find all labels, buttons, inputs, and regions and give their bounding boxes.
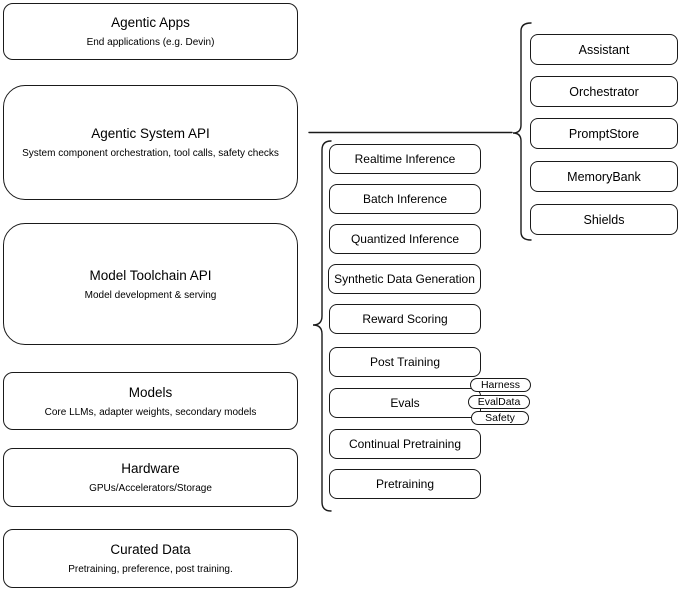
node-model-toolchain-api: Model Toolchain API Model development & … <box>3 223 298 345</box>
node-batch-inference: Batch Inference <box>329 184 481 214</box>
node-label: PromptStore <box>568 126 640 141</box>
node-assistant: Assistant <box>530 34 678 65</box>
node-orchestrator: Orchestrator <box>530 76 678 107</box>
node-quantized-inference: Quantized Inference <box>329 224 481 254</box>
node-reward-scoring: Reward Scoring <box>329 304 481 334</box>
node-title: Agentic System API <box>91 126 210 141</box>
node-label: Post Training <box>369 355 441 369</box>
node-label: MemoryBank <box>567 169 641 184</box>
node-agentic-apps: Agentic Apps End applications (e.g. Devi… <box>3 3 298 60</box>
node-label: Orchestrator <box>569 84 639 99</box>
tag-safety: Safety <box>471 411 529 425</box>
node-title: Agentic Apps <box>111 15 190 30</box>
tag-harness: Harness <box>470 378 531 392</box>
node-post-training: Post Training <box>329 347 481 377</box>
node-pretraining: Pretraining <box>329 469 481 499</box>
tag-label: Safety <box>485 411 515 424</box>
node-label: Pretraining <box>375 477 435 491</box>
node-memorybank: MemoryBank <box>530 161 678 192</box>
node-title: Hardware <box>121 461 180 476</box>
node-synthetic-data-generation: Synthetic Data Generation <box>328 264 481 294</box>
node-subtitle: Model development & serving <box>84 289 217 301</box>
node-label: Assistant <box>578 42 630 57</box>
node-label: Synthetic Data Generation <box>334 272 475 286</box>
node-realtime-inference: Realtime Inference <box>329 144 481 174</box>
node-subtitle: GPUs/Accelerators/Storage <box>89 483 212 494</box>
node-promptstore: PromptStore <box>530 118 678 149</box>
node-curated-data: Curated Data Pretraining, preference, po… <box>3 529 298 588</box>
tag-label: Harness <box>480 378 521 391</box>
node-subtitle: End applications (e.g. Devin) <box>86 37 215 48</box>
node-label: Realtime Inference <box>354 152 456 166</box>
node-models: Models Core LLMs, adapter weights, secon… <box>3 372 298 430</box>
node-label: Reward Scoring <box>362 312 448 326</box>
tag-label: EvalData <box>477 395 521 408</box>
node-label: Quantized Inference <box>350 232 460 246</box>
node-subtitle: Core LLMs, adapter weights, secondary mo… <box>44 406 257 418</box>
node-evals: Evals <box>329 388 481 418</box>
node-subtitle: System component orchestration, tool cal… <box>22 148 279 159</box>
node-shields: Shields <box>530 204 678 235</box>
node-title: Models <box>128 384 173 400</box>
system-components-brace <box>512 22 532 241</box>
node-label: Shields <box>583 212 625 227</box>
node-label: Continual Pretraining <box>348 437 462 451</box>
node-agentic-system-api: Agentic System API System component orch… <box>3 85 298 200</box>
node-label: Evals <box>390 396 420 410</box>
node-subtitle: Pretraining, preference, post training. <box>68 564 233 575</box>
tag-evaldata: EvalData <box>468 395 530 409</box>
node-title: Curated Data <box>110 542 191 557</box>
node-title: Model Toolchain API <box>89 267 212 283</box>
node-label: Batch Inference <box>362 192 448 206</box>
node-continual-pretraining: Continual Pretraining <box>329 429 481 459</box>
node-hardware: Hardware GPUs/Accelerators/Storage <box>3 448 298 507</box>
